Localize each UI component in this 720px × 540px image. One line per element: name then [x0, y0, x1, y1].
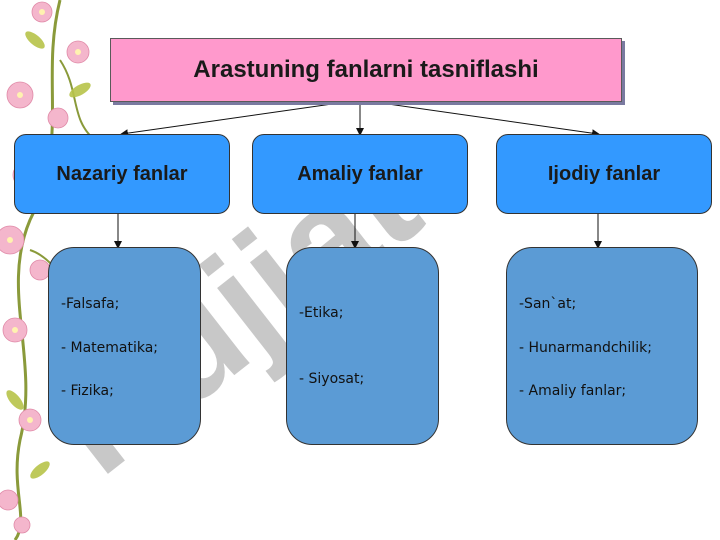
arrow-title-to-ijodiy — [359, 99, 600, 138]
category-box-nazariy: Nazariy fanlar — [14, 134, 230, 214]
list-item: -Etika; — [299, 305, 344, 321]
list-item: - Matematika; — [61, 340, 159, 356]
category-box-ijodiy: Ijodiy fanlar — [496, 134, 712, 214]
arrow-title-to-nazariy — [120, 99, 361, 138]
list-box-nazariy: -Falsafa; - Matematika; - Fizika; — [48, 247, 201, 445]
list-item: - Hunarmandchilik; — [519, 340, 652, 356]
diagram-title: Arastuning fanlarni tasniflashi — [110, 38, 622, 102]
list-box-amaliy: -Etika; - Siyosat; — [286, 247, 439, 445]
category-box-amaliy: Amaliy fanlar — [252, 134, 468, 214]
list-item: - Fizika; — [61, 383, 114, 399]
list-item: - Siyosat; — [299, 371, 365, 387]
list-item: -Falsafa; — [61, 296, 120, 312]
list-item: -San`at; — [519, 296, 577, 312]
list-item: - Amaliy fanlar; — [519, 383, 627, 399]
list-box-ijodiy: -San`at; - Hunarmandchilik; - Amaliy fan… — [506, 247, 698, 445]
